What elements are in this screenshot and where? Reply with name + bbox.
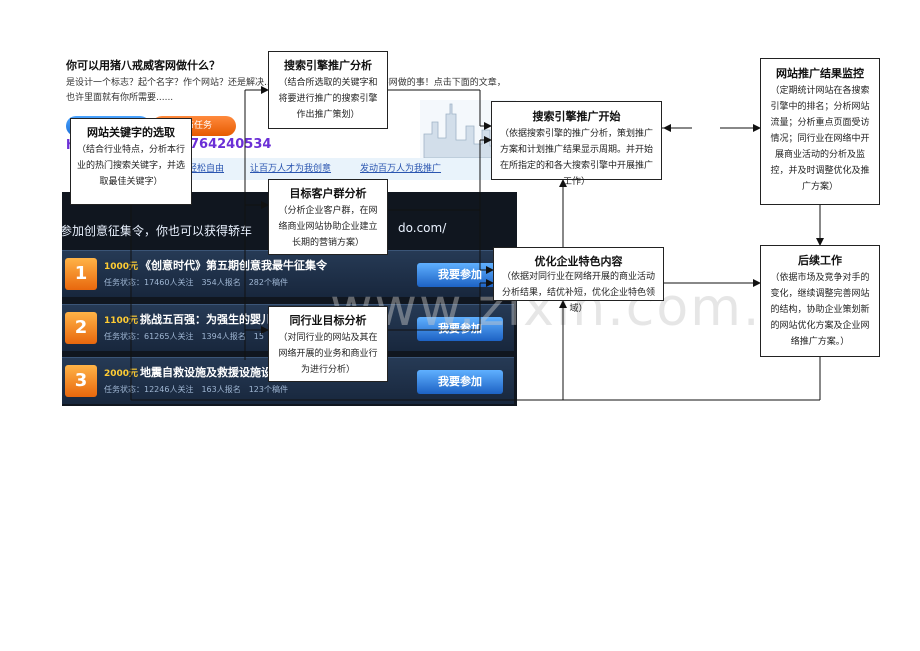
box-title: 优化企业特色内容 (534, 255, 623, 268)
banner-url: do.com/ (398, 221, 447, 235)
box-desc: （结合所选取的关键字和将要进行推广的搜索引擎作出推广策划） (278, 78, 378, 120)
box-title: 目标客户群分析 (289, 187, 367, 200)
box-title: 网站推广结果监控 (776, 67, 864, 80)
box-title: 同行业目标分析 (289, 314, 367, 327)
box-title: 网站关键字的选取 (87, 126, 175, 139)
box-desc: （依据搜索引擎的推广分析，策划推广方案和计划推广结果显示周期。并开始在所指定的和… (499, 129, 653, 187)
task-amount: 1000元 (104, 262, 139, 272)
task-title[interactable]: 挑战五百强：为强生的婴儿 (140, 313, 272, 326)
join-button[interactable]: 我要参加 (417, 370, 503, 394)
task-title[interactable]: 《创意时代》第五期创意我最牛征集令 (140, 259, 327, 272)
box-desc: （依据对同行业在网络开展的商业活动分析结果，结优补短，优化企业特色领域） (501, 272, 655, 314)
task-amount: 1100元 (104, 316, 139, 326)
box-desc: （分析企业客户群，在网络商业网站协助企业建立长期的营销方案） (278, 206, 378, 248)
follow-up-work-box: 后续工作 （依据市场及竞争对手的变化，继续调整完善网站的结构，协助企业策划新的网… (760, 245, 880, 357)
search-engine-analysis-box: 搜索引擎推广分析 （结合所选取的关键字和将要进行推广的搜索引擎作出推广策划） (268, 51, 388, 129)
box-title: 后续工作 (798, 254, 842, 267)
task-meta: 任务状态：17460人关注 354人报名 282个稿件 (104, 278, 288, 287)
webpage-link-bar: 轻松自由 让百万人才为我创意 发动百万人为我推广 (98, 158, 516, 180)
task-rank-badge: 2 (65, 312, 97, 344)
peer-industry-analysis-box: 同行业目标分析 （对同行业的网站及其在网络开展的业务和商业行为进行分析） (268, 306, 388, 382)
task-meta: 任务状态：61265人关注 1394人报名 15 (104, 332, 264, 341)
join-button[interactable]: 我要参加 (417, 317, 503, 341)
webpage-phone: 764240534 (190, 137, 272, 152)
box-desc: （结合行业特点，分析本行业的热门搜索关键字，并选取最佳关键字） (77, 145, 186, 187)
target-customer-analysis-box: 目标客户群分析 （分析企业客户群，在网络商业网站协助企业建立长期的营销方案） (268, 179, 388, 255)
link-creative[interactable]: 让百万人才为我创意 (250, 164, 332, 174)
search-engine-start-box: 搜索引擎推广开始 （依据搜索引擎的推广分析，策划推广方案和计划推广结果显示周期。… (491, 101, 662, 187)
task-row: 1 1000元 《创意时代》第五期创意我最牛征集令 任务状态：17460人关注 … (62, 250, 514, 297)
webpage-headline: 你可以用猪八戒威客网做什么？ (66, 59, 220, 72)
box-desc: （依据市场及竞争对手的变化，继续调整完善网站的结构，协助企业策划新的网站优化方案… (770, 273, 870, 347)
banner-text: 参加创意征集令，你也可以获得轿车 (60, 224, 253, 238)
box-title: 搜索引擎推广开始 (532, 110, 621, 123)
task-rank-badge: 3 (65, 365, 97, 397)
keyword-selection-box: 网站关键字的选取 （结合行业特点，分析本行业的热门搜索关键字，并选取最佳关键字） (70, 118, 192, 205)
task-amount: 2000元 (104, 369, 139, 379)
box-desc: （定期统计网站在各搜索引擎中的排名；分析网站流量；分析重点页面受访情况；同行业在… (770, 86, 870, 192)
box-title: 搜索引擎推广分析 (284, 59, 372, 72)
task-rank-badge: 1 (65, 258, 97, 290)
link-promote[interactable]: 发动百万人为我推广 (360, 164, 442, 174)
box-desc: （对同行业的网站及其在网络开展的业务和商业行为进行分析） (278, 333, 378, 375)
task-meta: 任务状态：12246人关注 163人报名 123个稿件 (104, 385, 288, 394)
task-title[interactable]: 地震自救设施及救援设施设计 (140, 366, 283, 379)
link-free[interactable]: 轻松自由 (188, 164, 225, 174)
promotion-monitor-box: 网站推广结果监控 （定期统计网站在各搜索引擎中的排名；分析网站流量；分析重点页面… (760, 58, 880, 205)
optimize-content-box: 优化企业特色内容 （依据对同行业在网络开展的商业活动分析结果，结优补短，优化企业… (493, 247, 664, 314)
